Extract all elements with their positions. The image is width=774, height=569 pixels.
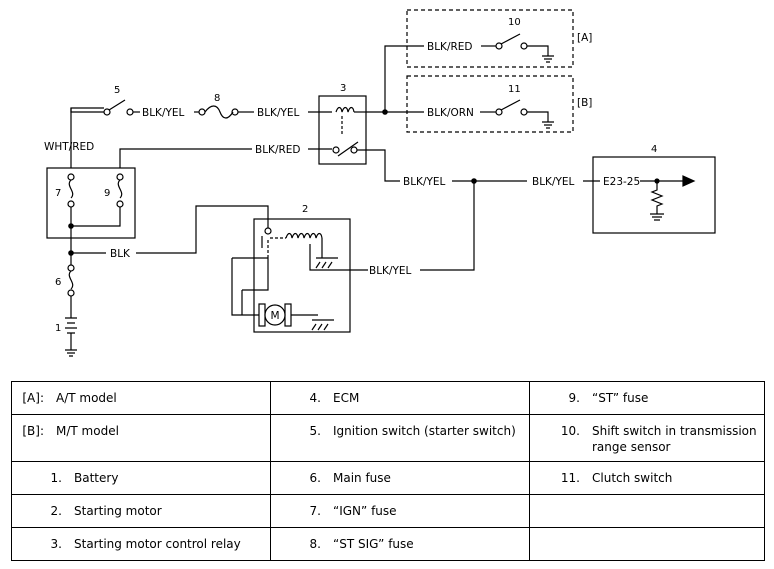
legend-text: Shift switch in transmission range senso… — [592, 424, 757, 454]
legend-cell: 10. Shift switch in transmission range se… — [529, 414, 765, 462]
legend-text: Starting motor control relay — [74, 537, 241, 551]
fuse-8-element — [204, 105, 234, 119]
legend-cell: 8. “ST SIG” fuse — [270, 527, 530, 561]
ecm-arrow — [682, 175, 696, 187]
legend-id: 2. — [50, 504, 62, 518]
number-10: 10 — [508, 17, 521, 28]
legend-id: 5. — [309, 424, 321, 438]
legend-id: 10. — [560, 424, 580, 438]
legend-text: Ignition switch (starter switch) — [333, 424, 516, 438]
legend-id: 8. — [309, 537, 321, 551]
label-wht-red: WHT/RED — [44, 141, 94, 153]
legend-id: 1. — [50, 471, 62, 485]
tag-a: [A] — [577, 32, 592, 44]
legend-cell: 1. Battery — [11, 461, 271, 495]
legend-text: Main fuse — [333, 471, 391, 485]
legend-id: [B]: — [22, 424, 44, 438]
label-terminal: E23-25 — [603, 176, 640, 188]
legend-id: 4. — [309, 391, 321, 405]
number-3: 3 — [340, 83, 346, 94]
label-blk-red-top: BLK/RED — [427, 41, 473, 53]
legend-table: [A]: A/T model 4. ECM 9. “ST” fuse [B]: M/T … — [11, 381, 765, 561]
legend-cell: 2. Starting motor — [11, 494, 271, 528]
option-box-b — [406, 75, 574, 133]
label-blk-orn: BLK/ORN — [427, 107, 474, 119]
number-11: 11 — [508, 84, 521, 95]
legend-cell: 4. ECM — [270, 381, 530, 415]
starter-solenoid-coil — [285, 232, 323, 239]
ignition-switch-blade — [108, 99, 126, 111]
label-blk-red-mid: BLK/RED — [255, 144, 301, 156]
starting-motor-box — [253, 218, 351, 333]
legend-text: ECM — [333, 391, 360, 405]
relay-contact-blade — [337, 141, 359, 157]
legend-text: “ST SIG” fuse — [333, 537, 414, 551]
motor-label: M — [270, 310, 279, 322]
legend-id: 3. — [50, 537, 62, 551]
legend-cell: 3. Starting motor control relay — [11, 527, 271, 561]
ecm-box — [592, 156, 716, 234]
label-blk-yel-2: BLK/YEL — [257, 107, 300, 119]
label-blk-yel-3: BLK/YEL — [403, 176, 446, 188]
legend-cell: 7. “IGN” fuse — [270, 494, 530, 528]
legend-text: A/T model — [56, 391, 117, 405]
relay-box — [318, 95, 367, 165]
legend-cell: 6. Main fuse — [270, 461, 530, 495]
battery-symbol — [65, 317, 77, 334]
label-blk-yel-1: BLK/YEL — [142, 107, 185, 119]
number-9: 9 — [104, 188, 110, 199]
legend-text: Starting motor — [74, 504, 162, 518]
number-8: 8 — [214, 93, 220, 104]
label-blk-yel-4: BLK/YEL — [532, 176, 575, 188]
legend-text: “IGN” fuse — [333, 504, 397, 518]
number-7: 7 — [55, 188, 61, 199]
legend-id: 6. — [309, 471, 321, 485]
legend-id: 7. — [309, 504, 321, 518]
legend-cell: 9. “ST” fuse — [529, 381, 765, 415]
legend-cell — [529, 527, 765, 561]
legend-cell: [B]: M/T model — [11, 414, 271, 462]
wiring-diagram: M WHT/RED BLK/YEL BLK/YEL BLK/RED BLK/OR… — [44, 9, 716, 357]
number-5: 5 — [114, 85, 120, 96]
number-2: 2 — [302, 204, 308, 215]
legend-id: [A]: — [22, 391, 44, 405]
legend-text: Battery — [74, 471, 119, 485]
number-4: 4 — [651, 144, 657, 155]
legend-text: “ST” fuse — [592, 391, 649, 405]
label-blk: BLK — [110, 248, 131, 260]
number-6: 6 — [55, 277, 61, 288]
legend-cell — [529, 494, 765, 528]
legend-text: Clutch switch — [592, 471, 673, 485]
relay-coil — [335, 106, 355, 113]
legend-cell: 11. Clutch switch — [529, 461, 765, 495]
legend-text: M/T model — [56, 424, 119, 438]
starter-motor-symbol: M — [258, 303, 292, 327]
number-1: 1 — [55, 323, 61, 334]
legend-cell: 5. Ignition switch (starter switch) — [270, 414, 530, 462]
legend-id: 9. — [568, 391, 580, 405]
wire-wht-red — [70, 107, 104, 168]
tag-b: [B] — [577, 97, 592, 109]
ecm-resistor — [650, 181, 664, 214]
fuse-box — [46, 167, 136, 239]
ignition-switch-contact-2 — [126, 108, 134, 116]
legend-id: 11. — [560, 471, 580, 485]
legend-cell: [A]: A/T model — [11, 381, 271, 415]
label-blk-yel-5: BLK/YEL — [369, 265, 412, 277]
